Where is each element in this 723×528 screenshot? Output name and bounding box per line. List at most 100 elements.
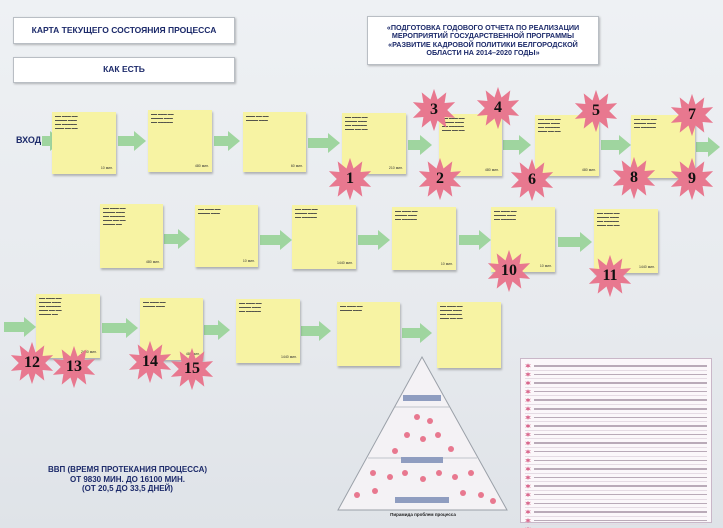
- star-shape-icon: [128, 340, 172, 384]
- problem-list-item: [525, 525, 707, 528]
- problem-number: 3: [430, 101, 438, 118]
- problem-list-item: [525, 396, 707, 405]
- process-step-note: ▬▬ ▬▬▬ ▬▬▬▬▬▬ ▬▬▬▬▬ ▬▬▬▬▬▬▬▬ ▬▬ ▬▬ 480 м…: [439, 114, 502, 176]
- note-text-lines: ▬▬ ▬▬▬ ▬▬▬▬▬▬ ▬▬▬▬▬ ▬▬▬▬▬▬▬▬ ▬▬ ▬▬: [597, 211, 620, 227]
- problem-list-sheet: [520, 358, 712, 528]
- star-bullet-icon: [525, 517, 531, 523]
- star-bullet-icon: [525, 526, 531, 528]
- problem-list-item: [525, 508, 707, 517]
- note-text-lines: ▬▬ ▬▬▬ ▬▬▬▬▬▬ ▬▬▬▬▬ ▬▬▬▬▬▬▬▬ ▬▬ ▬▬▬▬▬▬ ▬…: [39, 296, 62, 316]
- step-time: 480 мин.: [484, 168, 499, 173]
- note-text-lines: ▬▬ ▬▬▬ ▬▬▬▬▬▬ ▬▬▬▬▬ ▬▬▬▬▬: [494, 209, 517, 221]
- problem-number: 15: [184, 360, 200, 377]
- summary-line: (ОТ 20,5 ДО 33,5 ДНЕЙ): [82, 484, 173, 494]
- problem-number: 13: [66, 358, 82, 375]
- problem-number: 14: [142, 353, 158, 370]
- star-bullet-icon: [525, 500, 531, 506]
- problem-number: 1: [346, 170, 354, 187]
- star-shape-icon: [588, 254, 632, 298]
- note-text-lines: ▬▬ ▬▬▬ ▬▬▬▬▬▬ ▬▬▬: [340, 304, 363, 312]
- star-bullet-icon: [525, 457, 531, 463]
- star-bullet-icon: [525, 492, 531, 498]
- process-step-note: ▬▬ ▬▬▬ ▬▬▬▬▬▬ ▬▬▬ 10 мин.: [195, 205, 258, 267]
- problem-number: 2: [436, 170, 444, 187]
- problem-marker-star: 1: [328, 157, 372, 201]
- star-shape-icon: [412, 88, 456, 132]
- process-step-note: ▬▬ ▬▬▬ ▬▬▬▬▬▬ ▬▬▬▬▬ ▬▬▬▬▬▬▬▬ ▬▬ ▬▬: [437, 302, 501, 368]
- step-time: 480 мин.: [145, 260, 160, 265]
- note-text-lines: ▬▬ ▬▬▬ ▬▬▬▬▬▬ ▬▬▬▬▬ ▬▬▬▬▬: [295, 207, 318, 219]
- process-step-note: ▬▬ ▬▬▬ ▬▬▬▬▬▬ ▬▬▬▬▬ ▬▬▬▬▬ 10 мин.: [392, 207, 456, 270]
- problem-list-item: [525, 517, 707, 526]
- note-text-lines: ▬▬ ▬▬▬ ▬▬▬▬▬▬ ▬▬▬▬▬ ▬▬▬▬▬: [239, 301, 262, 313]
- step-time: 210 мин.: [388, 166, 403, 171]
- star-bullet-icon: [525, 406, 531, 412]
- star-bullet-icon: [525, 389, 531, 395]
- star-bullet-icon: [525, 509, 531, 515]
- step-time: 10 мин.: [539, 264, 552, 269]
- step-time: 10 мин.: [440, 262, 453, 267]
- star-shape-icon: [670, 157, 714, 201]
- note-text-lines: ▬▬ ▬▬▬ ▬▬▬▬▬▬ ▬▬▬: [143, 300, 166, 308]
- step-time: 480 мин.: [581, 168, 596, 173]
- process-step-note: ▬▬▬ ▬▬ ▬▬▬▬▬▬ ▬▬▬ 60 мин.: [243, 112, 306, 172]
- problem-number: 8: [630, 169, 638, 186]
- problem-marker-star: 3: [412, 88, 456, 132]
- problem-list-item: [525, 431, 707, 440]
- process-step-note: ▬▬ ▬▬▬ ▬▬▬▬▬▬ ▬▬▬▬▬ ▬▬▬▬▬ 1440 мин.: [236, 299, 300, 363]
- process-step-note: ▬▬ ▬▬▬ ▬▬▬▬▬▬ ▬▬▬▬▬ ▬▬▬▬▬▬▬▬ ▬▬ ▬▬ 480 м…: [535, 115, 599, 176]
- note-text-lines: ▬▬ ▬▬▬ ▬▬▬▬▬▬ ▬▬▬▬▬ ▬▬▬▬▬▬▬▬ ▬▬ ▬▬▬▬▬▬ ▬…: [103, 206, 126, 226]
- star-bullet-icon: [525, 449, 531, 455]
- star-shape-icon: [170, 347, 214, 391]
- problem-marker-star: 11: [588, 254, 632, 298]
- problem-list-item: [525, 405, 707, 414]
- problem-marker-star: 5: [574, 89, 618, 133]
- star-bullet-icon: [525, 432, 531, 438]
- problem-list-item: [525, 379, 707, 388]
- entry-label: ВХОД: [16, 135, 42, 145]
- star-bullet-icon: [525, 363, 531, 369]
- problem-list-item: [525, 465, 707, 474]
- problem-marker-star: 8: [612, 156, 656, 200]
- note-text-lines: ▬▬▬ ▬▬ ▬▬▬▬▬▬ ▬▬▬: [246, 114, 269, 122]
- problem-marker-star: 7: [670, 93, 714, 137]
- star-shape-icon: [612, 156, 656, 200]
- step-time: 60 мин.: [290, 164, 303, 169]
- pyramid-caption: Пирамида проблем процесса: [390, 512, 456, 517]
- state-label-text: КАК ЕСТЬ: [103, 64, 145, 75]
- process-step-note: ▬▬ ▬▬▬ ▬▬▬▬▬▬ ▬▬▬▬▬ ▬▬▬▬▬▬▬▬ ▬▬ ▬▬▬▬▬▬ ▬…: [100, 204, 163, 268]
- star-bullet-icon: [525, 440, 531, 446]
- star-shape-icon: [670, 93, 714, 137]
- process-step-note: ▬▬ ▬▬▬ ▬▬▬▬▬▬ ▬▬▬▬▬ ▬▬▬▬▬ 480 мин.: [148, 110, 212, 172]
- problem-list-item: [525, 457, 707, 466]
- problem-marker-star: 15: [170, 347, 214, 391]
- note-text-lines: ▬▬ ▬▬▬ ▬▬▬▬▬▬ ▬▬▬▬▬ ▬▬▬▬▬▬▬▬ ▬▬ ▬▬: [440, 304, 463, 320]
- problem-list-item: [525, 371, 707, 380]
- star-shape-icon: [328, 157, 372, 201]
- problem-number: 4: [494, 99, 502, 116]
- star-bullet-icon: [525, 414, 531, 420]
- project-title-label: «ПОДГОТОВКА ГОДОВОГО ОТЧЕТА ПО РЕАЛИЗАЦИ…: [367, 16, 599, 65]
- step-time: 480 мин.: [194, 164, 209, 169]
- project-title-line: «ПОДГОТОВКА ГОДОВОГО ОТЧЕТА ПО РЕАЛИЗАЦИ…: [386, 22, 580, 32]
- note-text-lines: ▬▬ ▬▬▬ ▬▬▬▬▬▬ ▬▬▬▬▬ ▬▬▬▬▬▬▬▬ ▬▬ ▬▬: [55, 114, 78, 130]
- step-time: 10 мин.: [100, 166, 113, 171]
- process-step-note: ▬▬ ▬▬▬ ▬▬▬▬▬▬ ▬▬▬▬▬ ▬▬▬▬▬▬▬▬ ▬▬ ▬▬▬▬▬▬ ▬…: [36, 294, 100, 358]
- star-bullet-icon: [525, 371, 531, 377]
- problem-list-item: [525, 448, 707, 457]
- star-bullet-icon: [525, 397, 531, 403]
- star-bullet-icon: [525, 466, 531, 472]
- step-time: 1440 мин.: [280, 355, 297, 360]
- problem-number: 12: [24, 354, 40, 371]
- problem-marker-star: 2: [418, 157, 462, 201]
- note-text-lines: ▬▬ ▬▬▬ ▬▬▬▬▬▬ ▬▬▬▬▬ ▬▬▬▬▬▬▬▬ ▬▬ ▬▬: [538, 117, 561, 133]
- note-text-lines: ▬▬ ▬▬▬ ▬▬▬▬▬▬ ▬▬▬▬▬ ▬▬▬▬▬▬▬▬ ▬▬ ▬▬: [442, 116, 465, 132]
- summary-line: ОТ 9830 МИН. ДО 16100 МИН.: [69, 474, 185, 484]
- star-shape-icon: [418, 157, 462, 201]
- problem-marker-star: 10: [487, 249, 531, 293]
- problem-marker-star: 9: [670, 157, 714, 201]
- star-shape-icon: [10, 341, 54, 385]
- star-bullet-icon: [525, 483, 531, 489]
- process-step-note: ▬▬ ▬▬▬ ▬▬▬▬▬▬ ▬▬▬: [337, 302, 400, 366]
